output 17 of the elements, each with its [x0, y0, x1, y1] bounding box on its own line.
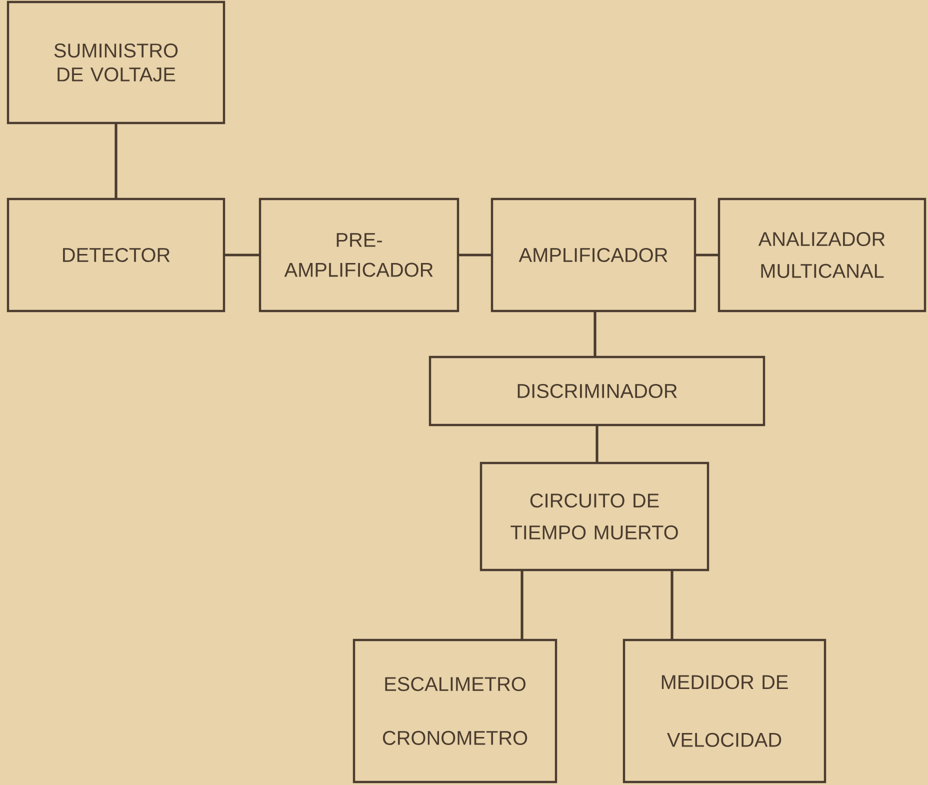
- block-box: ANALIZADOR MULTICANAL: [718, 198, 926, 312]
- block-box: SUMINISTRO DE VOLTAJE: [6, 0, 226, 124]
- connector-line: [596, 425, 598, 463]
- connector-line: [594, 311, 596, 357]
- connector-line: [520, 570, 524, 640]
- block-box: DISCRIMINADOR: [428, 356, 766, 426]
- connector-line: [458, 254, 492, 256]
- block-box: MEDIDOR DE VELOCIDAD: [622, 638, 826, 784]
- connector-line: [224, 254, 260, 256]
- block-box: PRE- AMPLIFICADOR: [258, 198, 460, 312]
- block-box: ESCALIMETRO CRONOMETRO: [352, 638, 558, 784]
- block-box: AMPLIFICADOR: [490, 198, 696, 312]
- block-box: DETECTOR: [6, 198, 226, 312]
- block-box: CIRCUITO DE TIEMPO MUERTO: [480, 462, 710, 572]
- connector-line: [114, 123, 118, 199]
- connector-line: [670, 570, 674, 640]
- connector-line: [695, 254, 719, 256]
